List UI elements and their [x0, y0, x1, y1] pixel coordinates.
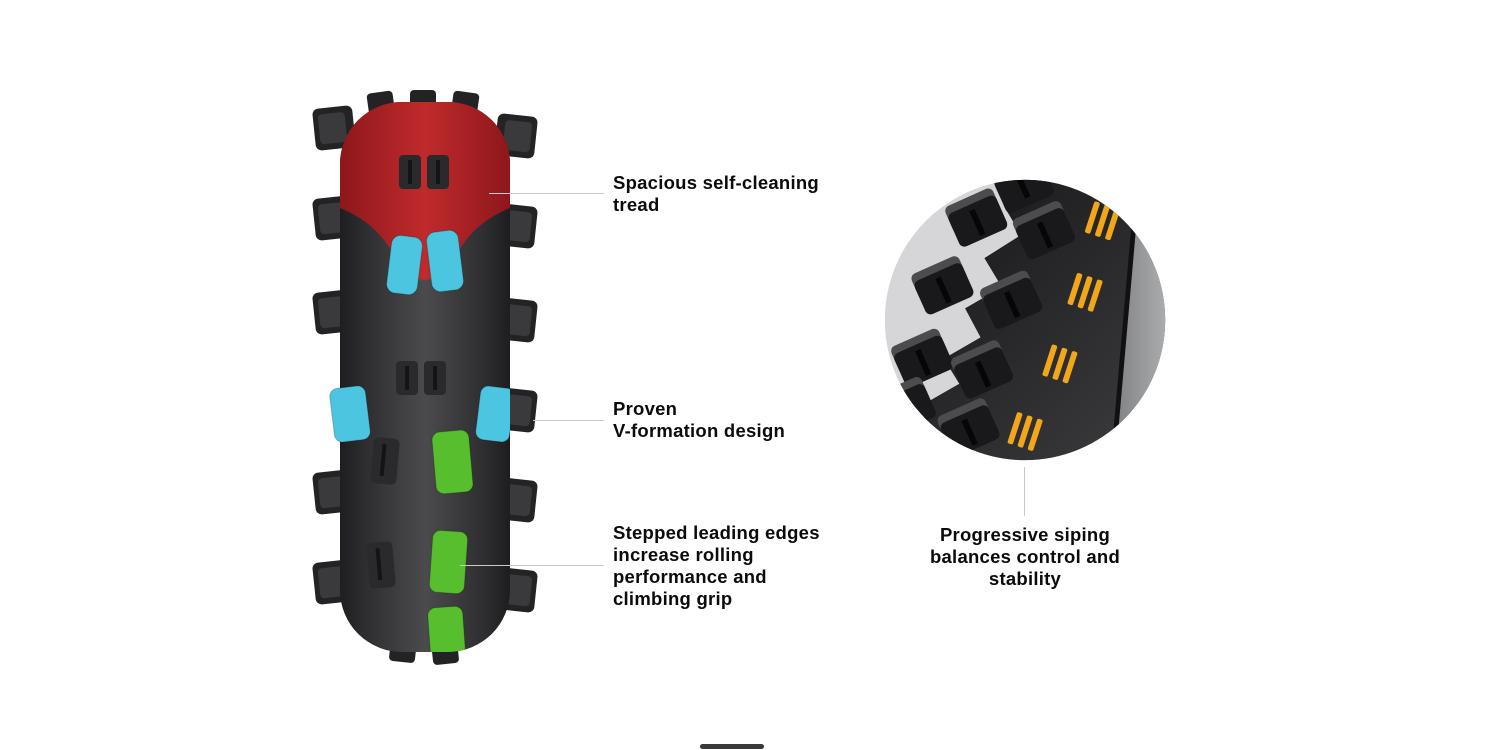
tire-center-knob-pair	[396, 361, 446, 395]
leader-line-v-formation	[533, 420, 604, 421]
tire-green-knob	[431, 429, 474, 495]
tire-illustration	[312, 90, 538, 665]
leader-line-siping	[1024, 467, 1025, 516]
tire-dark-knob	[366, 541, 396, 589]
tire-dark-knob	[370, 437, 400, 485]
bottom-bar-decoration	[700, 744, 764, 749]
tire-cyan-center-knobs	[386, 229, 465, 296]
detail-tread-surface	[889, 179, 1166, 461]
tire-cyan-right-knob	[475, 385, 510, 443]
tire-red-band	[340, 102, 510, 280]
tire-center-knob-pair	[399, 155, 449, 189]
tire-green-knob	[428, 529, 469, 595]
tread-detail-inset	[884, 179, 1166, 461]
tire-cyan-left-knob	[329, 385, 371, 443]
leader-line-stepped-edges	[460, 565, 604, 566]
yellow-sipes-group	[1007, 201, 1120, 451]
annotation-v-formation-label: Proven V-formation design	[613, 398, 786, 441]
tire-green-knob	[427, 605, 466, 652]
leader-line-tread	[489, 193, 604, 194]
annotation-stepped-edges-label: Stepped leading edges increase rolling p…	[613, 522, 820, 609]
annotation-siping-label: Progressive siping balances control and …	[929, 524, 1121, 589]
annotation-tread-label: Spacious self-cleaning tread	[613, 172, 819, 215]
